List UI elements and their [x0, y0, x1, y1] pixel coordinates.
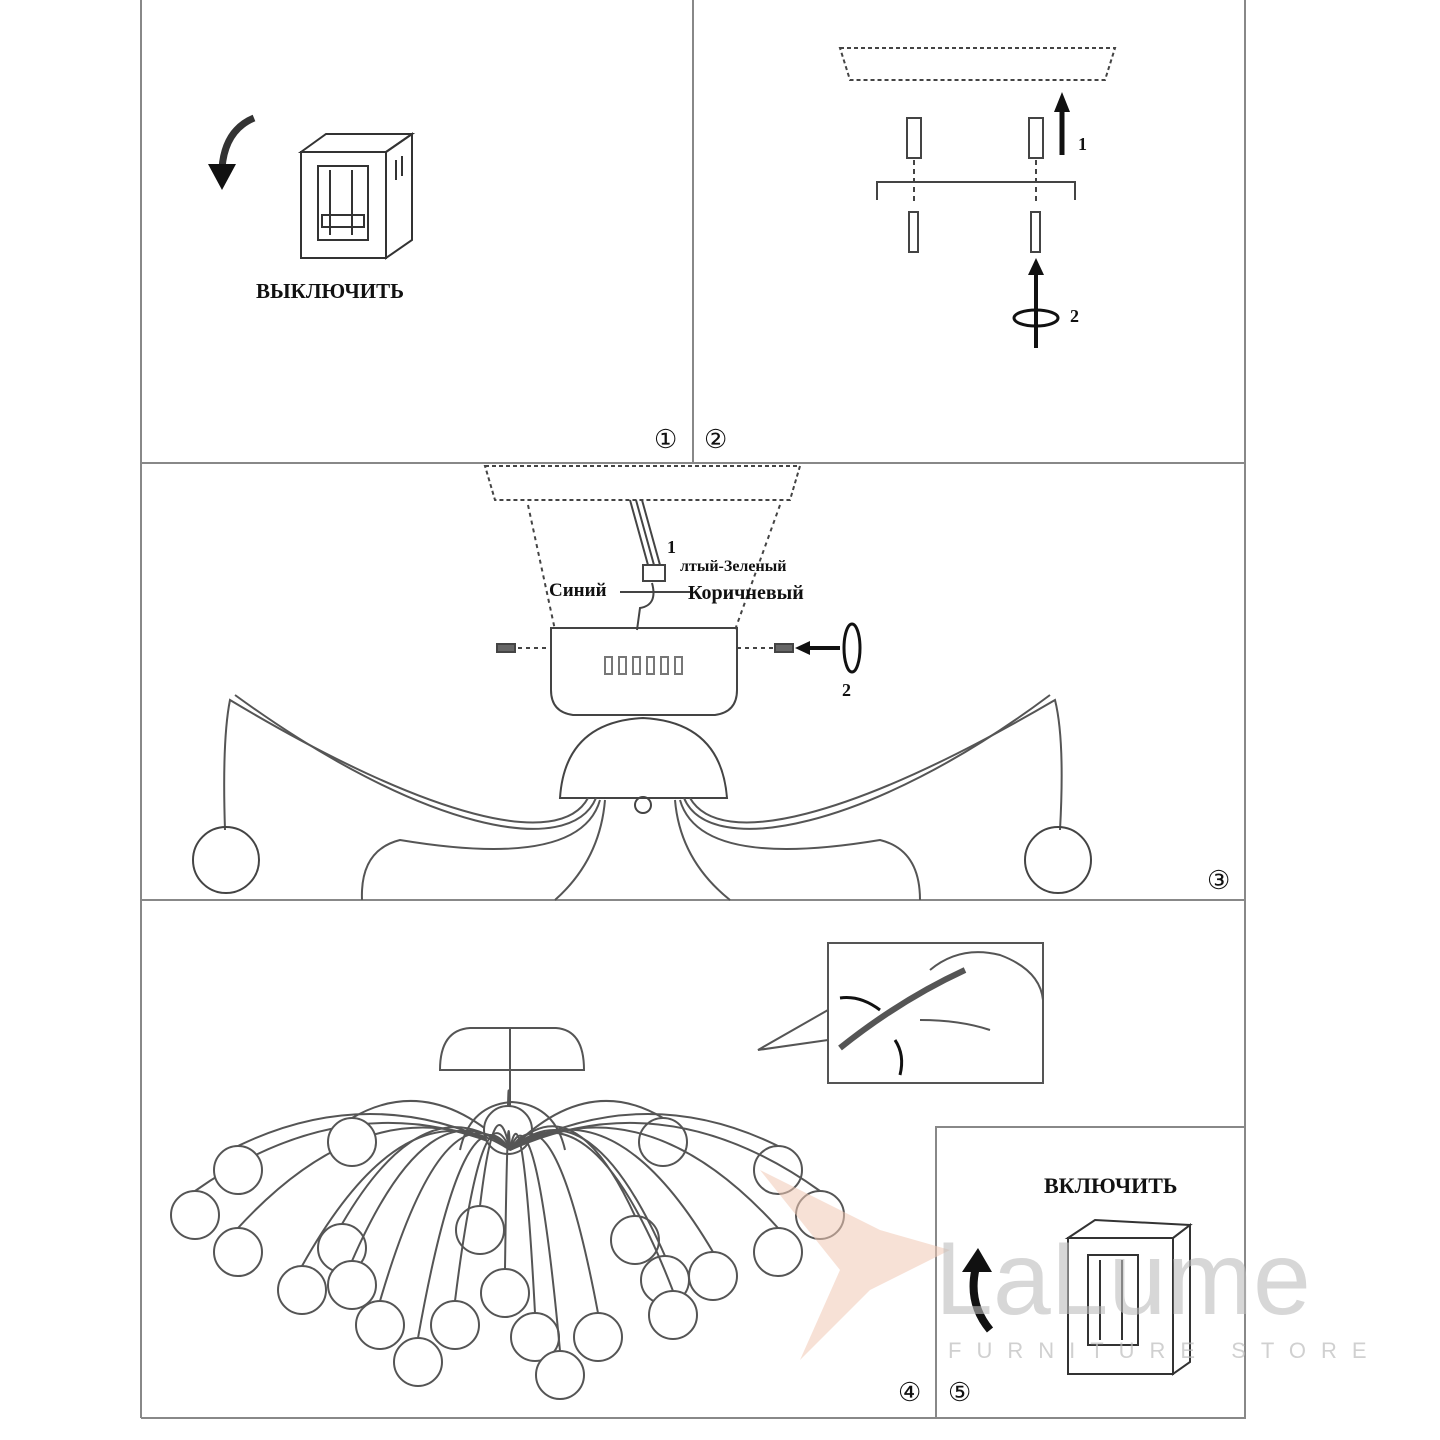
rotate-arrow-icon — [893, 1039, 904, 1076]
chandelier-arm — [509, 1131, 674, 1292]
arrow-up-icon — [1028, 258, 1044, 275]
chandelier-arm — [509, 1121, 821, 1192]
watermark-bird-logo — [760, 1170, 950, 1360]
chandelier-arm — [379, 1132, 511, 1302]
globe-shade — [573, 1312, 623, 1362]
step-marker-5: ⑤ — [948, 1378, 972, 1407]
chandelier-arm — [509, 1128, 714, 1253]
screw-step-label: 2 — [842, 680, 851, 700]
canopy-box — [550, 627, 738, 716]
dome — [558, 716, 729, 799]
ceiling-mount-drawing — [838, 47, 1117, 348]
chandelier-arm — [509, 1134, 561, 1352]
wire-blue-label: Синий — [549, 580, 607, 601]
switch-box-off-icon — [208, 114, 416, 260]
step-marker-2: ② — [704, 425, 728, 454]
globe-shade — [355, 1300, 405, 1350]
arrow-up-icon — [1054, 92, 1070, 112]
chandelier-arm — [509, 1132, 536, 1314]
chandelier-arms — [223, 694, 1063, 901]
globe-shade — [393, 1337, 443, 1387]
globe-shade — [610, 1215, 660, 1265]
arrow-left-icon — [795, 641, 810, 655]
chandelier-arm — [509, 1113, 779, 1151]
panel-frame — [140, 0, 1246, 1419]
ceiling-icon — [838, 47, 1117, 81]
screw-icon — [496, 643, 516, 653]
chandelier-arm — [454, 1132, 511, 1302]
ceiling-canopy-drawing — [192, 465, 1092, 901]
globe-shade — [327, 1117, 377, 1167]
globe-shade — [648, 1290, 698, 1340]
switch-off-label: ВЫКЛЮЧИТЬ — [256, 279, 404, 303]
step-marker-1: ① — [654, 425, 678, 454]
globe-shade — [192, 826, 260, 894]
step-marker-4: ④ — [898, 1378, 922, 1407]
rotate-icon — [842, 622, 862, 674]
globe-shade — [1024, 826, 1092, 894]
wire-brown-label: Коричневый — [688, 582, 804, 604]
switch-on-label: ВКЛЮЧИТЬ — [1044, 1173, 1178, 1198]
switch-box-on-icon — [962, 1218, 1193, 1376]
chandelier-arm — [509, 1125, 636, 1217]
mounting-bracket — [876, 181, 1076, 200]
step-marker-3: ③ — [1207, 866, 1231, 895]
globe-shade — [213, 1227, 263, 1277]
chandelier-arm — [509, 1126, 779, 1229]
chandelier-arm — [509, 1132, 599, 1314]
globe-shade — [213, 1145, 263, 1195]
wire-yellow-green-label: лтый-Зеленый — [680, 558, 787, 575]
step-2-label: 2 — [1070, 306, 1079, 326]
chandelier-assembled-drawing — [170, 1027, 845, 1400]
globe-shade — [170, 1190, 220, 1240]
globe-shade — [688, 1251, 738, 1301]
globe-shade — [430, 1300, 480, 1350]
watermark-brand: LaLume — [935, 1221, 1311, 1337]
step-1-label: 1 — [1078, 134, 1087, 154]
chandelier-arm — [479, 1124, 511, 1207]
globe-shade — [480, 1268, 530, 1318]
globe-shade — [277, 1265, 327, 1315]
rotate-arrow-icon — [839, 996, 881, 1012]
chandelier-arm — [417, 1134, 511, 1339]
screw-icon — [774, 643, 794, 653]
globe-shade — [535, 1350, 585, 1400]
rotate-icon — [1012, 308, 1060, 328]
watermark-tagline: FURNITURE STORE — [948, 1338, 1382, 1363]
globe-shade — [753, 1227, 803, 1277]
globe-shade — [327, 1260, 377, 1310]
wire-step-label: 1 — [667, 537, 676, 557]
adjust-arm-inset — [757, 942, 1044, 1084]
